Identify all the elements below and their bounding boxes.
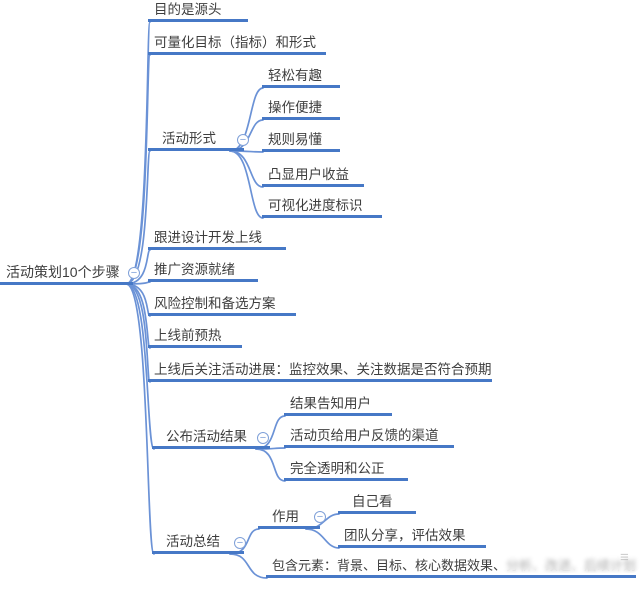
collapse-button-summary[interactable]: − (234, 537, 246, 549)
node-summary[interactable]: 活动总结 (152, 532, 244, 554)
node-activity-form[interactable]: 活动形式 (148, 129, 244, 151)
connector (229, 150, 264, 188)
node-risk-control[interactable]: 风险控制和备选方案 (148, 294, 296, 316)
connector (125, 54, 151, 285)
node-quantified-goals[interactable]: 可量化目标（指标）和形式 (148, 33, 326, 55)
node-summary-elements[interactable]: 包含元素：背景、目标、核心数据效果、分析、改进、后续计划 (266, 556, 636, 578)
node-highlight-benefit[interactable]: 凸显用户收益 (262, 165, 364, 187)
connector (229, 150, 264, 153)
connector (229, 150, 264, 219)
node-promo-resources[interactable]: 推广资源就绪 (148, 260, 258, 282)
node-inform-users[interactable]: 结果告知用户 (284, 394, 392, 416)
connector (125, 283, 151, 349)
node-summary-role[interactable]: 作用 (258, 507, 320, 529)
node-team-share[interactable]: 团队分享，评估效果 (338, 526, 486, 548)
connector (125, 283, 151, 383)
node-self-review[interactable]: 自己看 (338, 492, 416, 514)
node-transparent-fair[interactable]: 完全透明和公正 (284, 459, 408, 481)
connector (305, 528, 340, 549)
connector (125, 21, 151, 285)
node-root[interactable]: 活动策划10个步骤 (0, 263, 133, 285)
node-easy-rules[interactable]: 规则易懂 (262, 130, 340, 152)
node-preheat[interactable]: 上线前预热 (148, 326, 242, 348)
connector (229, 553, 268, 579)
node-easy-fun[interactable]: 轻松有趣 (262, 66, 340, 88)
node-follow-design-dev[interactable]: 跟进设计开发上线 (148, 228, 286, 250)
node-visual-progress[interactable]: 可视化进度标识 (262, 196, 382, 218)
node-purpose[interactable]: 目的是源头 (148, 0, 248, 22)
connector (255, 448, 286, 482)
connector (125, 283, 155, 555)
collapse-button-root[interactable]: − (128, 267, 140, 279)
collapse-button-summary-role[interactable]: − (314, 511, 326, 523)
connector (125, 283, 151, 317)
node-easy-operation[interactable]: 操作便捷 (262, 98, 340, 120)
node-monitor-progress[interactable]: 上线后关注活动进展：监控效果、关注数据是否符合预期 (148, 360, 492, 382)
collapse-button-publish-results[interactable]: − (257, 432, 269, 444)
node-feedback-channel[interactable]: 活动页给用户反馈的渠道 (284, 426, 454, 448)
node-publish-results[interactable]: 公布活动结果 (152, 427, 270, 449)
collapse-button-activity-form[interactable]: − (237, 134, 249, 146)
